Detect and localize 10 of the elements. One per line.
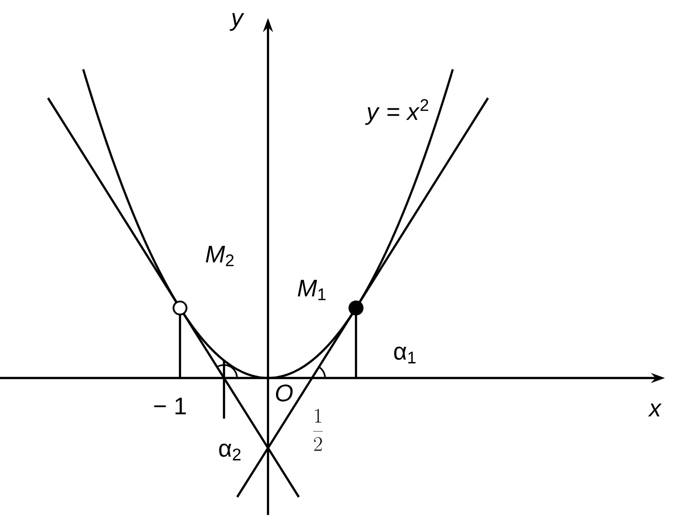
axis-label: M$_{1}$ [298, 280, 326, 300]
axis-label: y = x$^{2}$ [365, 99, 428, 125]
axis-label: y [230, 13, 244, 31]
axis-label: α$_{2}$ [219, 444, 241, 460]
axis-label: M$_{2}$ [206, 246, 234, 266]
axis-label: − 1 [154, 398, 186, 414]
axis-label: $\frac{1}{2}$ [313, 408, 323, 451]
axis-label: x [648, 404, 662, 416]
axis-label: α$_{1}$ [394, 346, 416, 364]
axis-label: O [276, 384, 293, 402]
